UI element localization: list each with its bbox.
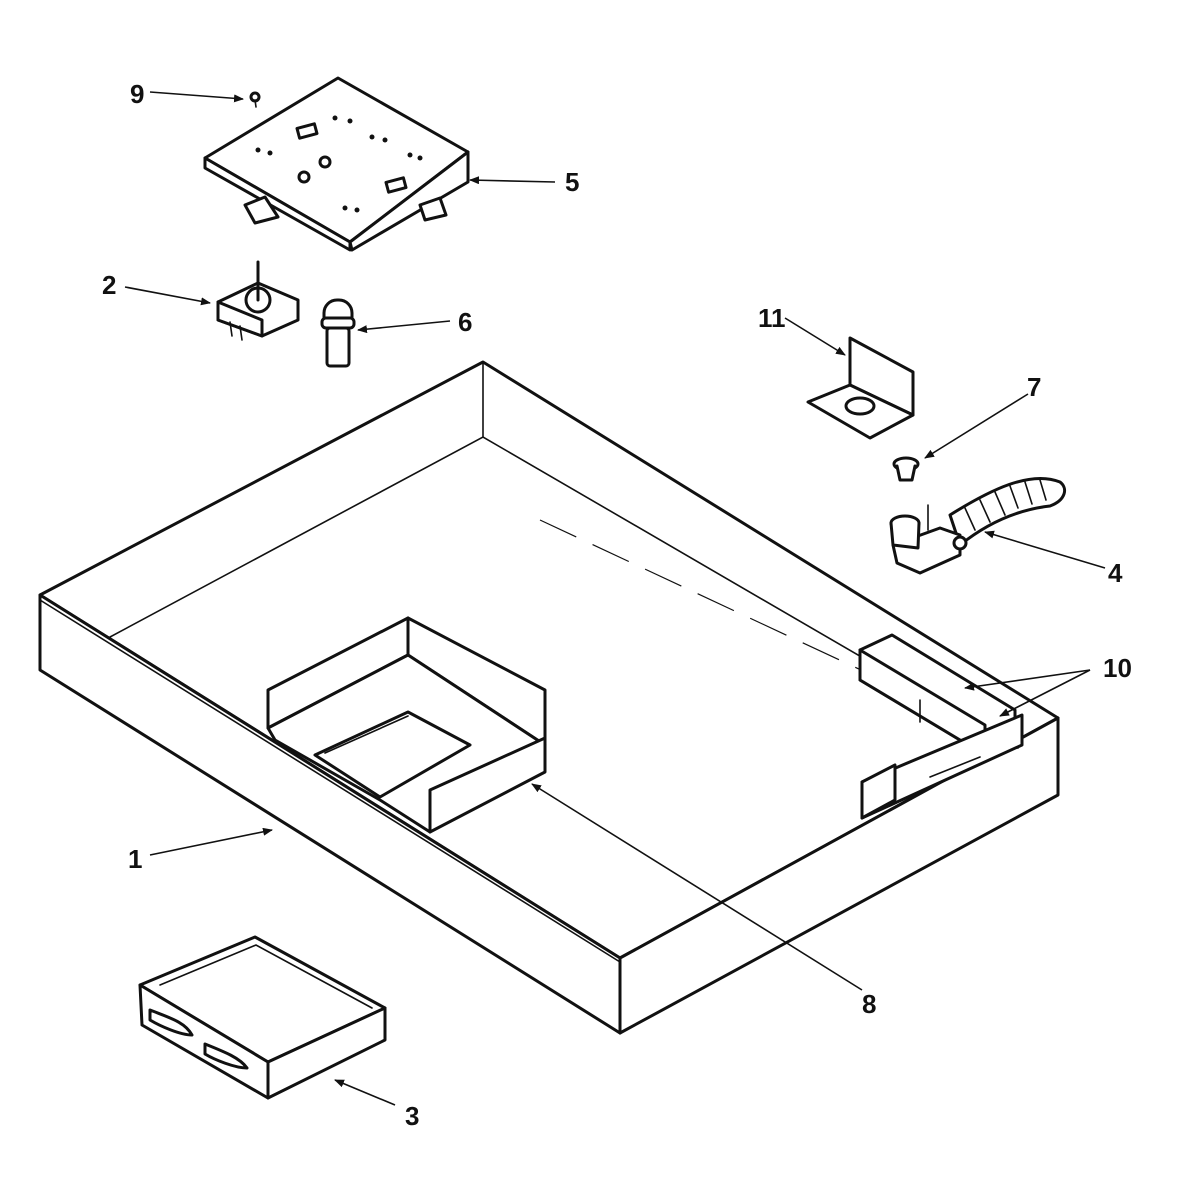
callout-8: 8	[862, 989, 876, 1019]
small-pan	[138, 935, 387, 1100]
control-plate	[203, 76, 470, 252]
callout-2: 2	[102, 270, 116, 300]
indicator-light	[320, 298, 356, 368]
screw	[249, 91, 261, 108]
callout-labels: 9 5 2 6 11 7 4 10 1 8 3	[102, 79, 1132, 1131]
callout-11: 11	[758, 303, 786, 333]
center-baffle	[266, 616, 547, 834]
callout-1: 1	[128, 844, 142, 874]
bracket	[806, 336, 915, 440]
callout-6: 6	[458, 307, 472, 337]
corner-blocks	[858, 633, 1024, 820]
callout-4: 4	[1108, 558, 1123, 588]
callout-7: 7	[1027, 372, 1041, 402]
callout-10: 10	[1103, 653, 1132, 683]
main-tray	[38, 360, 1060, 1035]
rotary-switch	[216, 260, 300, 341]
leader-lines	[124, 91, 1106, 1106]
grommet	[892, 456, 920, 482]
callout-9: 9	[130, 79, 144, 109]
callout-5: 5	[565, 167, 579, 197]
drain-fitting	[889, 477, 1067, 575]
callout-3: 3	[405, 1101, 419, 1131]
